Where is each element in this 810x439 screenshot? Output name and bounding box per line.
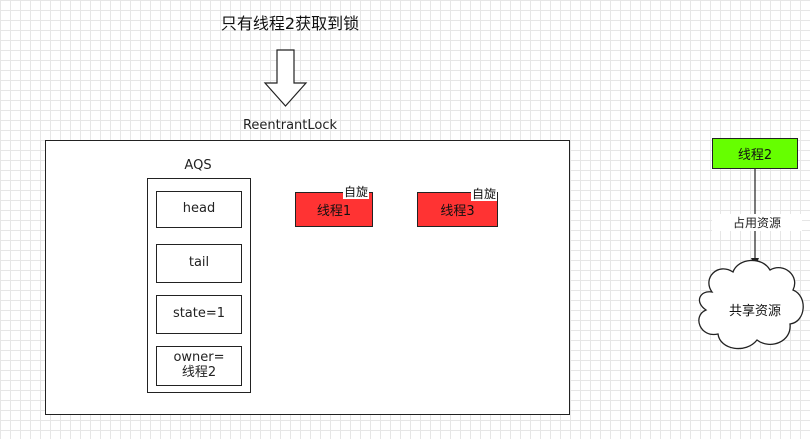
edge-label-occupy: 占用资源 [712,214,802,231]
queue-node-thread1-label: 线程1 [316,204,352,219]
spin-label-thread3: 自旋 [471,187,498,201]
aqs-field-tail: tail [156,244,242,283]
spin-label-thread1: 自旋 [343,185,370,199]
aqs-label: AQS [184,158,212,173]
owner-thread-label: 线程2 [737,148,773,163]
aqs-field-owner: owner=线程2 [156,346,242,386]
aqs-field-state: state=1 [156,295,242,334]
cloud-shape [698,259,804,350]
owner-thread-node: 线程2 [712,138,798,169]
aqs-field-head: head [156,191,242,228]
reentrant-lock-label: ReentrantLock [242,118,338,133]
down-arrow-icon [263,49,308,107]
queue-node-thread3-label: 线程3 [440,204,475,219]
shared-resource-label: 共享资源 [728,304,781,319]
diagram-title: 只有线程2获取到锁 [220,14,360,33]
reentrant-lock-box [45,140,570,415]
queue-node-thread1: 线程1 [295,192,373,227]
